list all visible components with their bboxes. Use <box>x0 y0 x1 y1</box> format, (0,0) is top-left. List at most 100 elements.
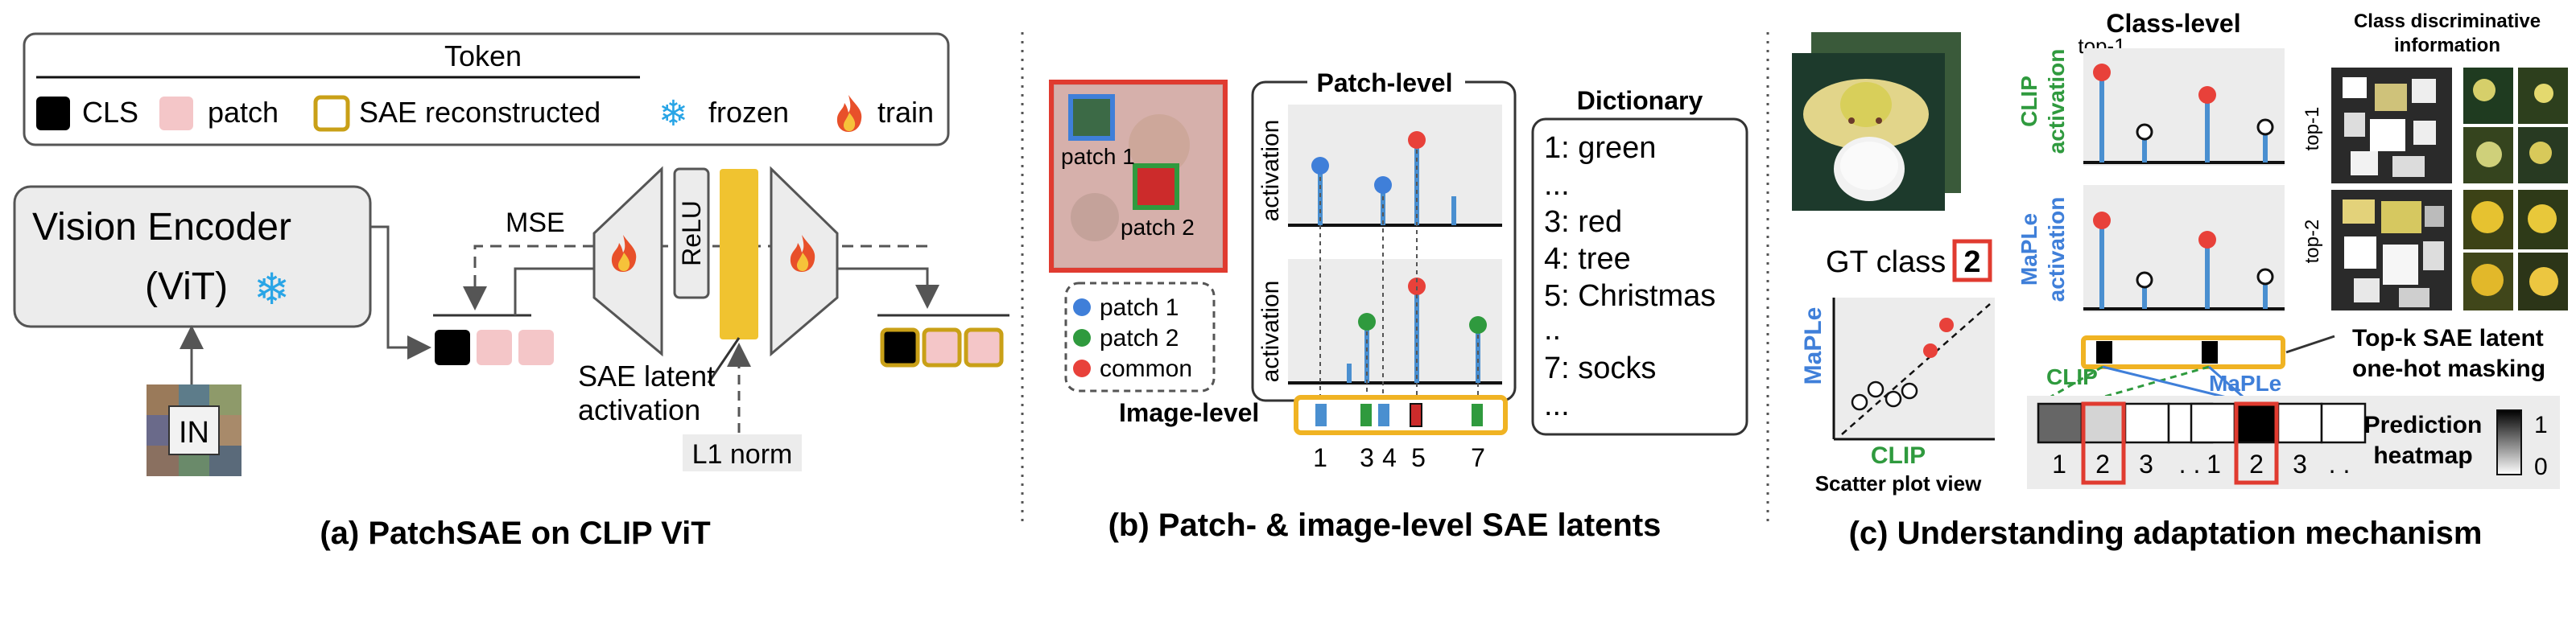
index-4: 4 <box>1382 443 1397 472</box>
class-level-title: Class-level <box>2106 9 2240 38</box>
snowflake-icon: ❄ <box>658 94 688 134</box>
gt-class-box <box>1952 239 1992 282</box>
row-top1-label: top-1 <box>2301 107 2323 151</box>
patch2-label: patch 2 <box>1121 215 1195 240</box>
l1-box <box>683 434 802 471</box>
clip-activation-label-1: CLIP <box>2017 76 2041 127</box>
patch-token <box>477 330 512 365</box>
legend-train: train <box>877 96 934 129</box>
encoder-line1: Vision Encoder <box>32 206 291 249</box>
mse-label: MSE <box>506 208 565 238</box>
activation-plot-2 <box>1288 259 1502 386</box>
dict-entry: 1: green <box>1544 131 1656 165</box>
heat-a-2: 2 <box>2095 450 2110 479</box>
guide-lines <box>1319 150 1479 402</box>
maple-activation-plot <box>2083 185 2285 312</box>
patch2-box <box>1133 163 1179 210</box>
scatter-plot <box>1832 298 1995 441</box>
key-patch1: patch 1 <box>1100 294 1179 321</box>
index-1: 1 <box>1313 443 1327 472</box>
heat-a-1: 1 <box>2052 450 2066 479</box>
legend-cls: CLS <box>82 96 138 129</box>
heat-a-4: . . <box>2179 450 2201 479</box>
relu-label: ReLU <box>677 200 706 266</box>
masked-flower-top2 <box>2331 190 2452 310</box>
dictionary-title: Dictionary <box>1577 86 1703 115</box>
dict-entry: 3: red <box>1544 205 1622 239</box>
color-key: patch 1 patch 2 common <box>1064 282 1216 393</box>
maple-activation-label-2: activation <box>2044 197 2069 302</box>
clip-prediction-heatmap: 1 2 3 . . <box>2037 401 2214 485</box>
activation-label-1: activation <box>1257 120 1284 222</box>
latent-label-2: activation <box>578 393 700 426</box>
dict-entry: ... <box>1544 389 1570 422</box>
caption-b: (b) Patch- & image-level SAE latents <box>1108 508 1662 543</box>
topk-label-2: one-hot masking <box>2352 356 2545 382</box>
panel-c: GT class 2 MaPLe CLIP Scatter plot view … <box>1792 9 2568 551</box>
scale-hi: 1 <box>2534 412 2548 438</box>
flame-icon <box>790 235 815 272</box>
topk-mask-vector <box>2081 335 2285 369</box>
heat-b-4: . . <box>2329 450 2351 479</box>
dict-entry: ... <box>1544 168 1570 202</box>
sae-swatch <box>313 95 350 132</box>
discriminative-title-1: Class discriminative <box>2354 10 2541 32</box>
latent-label-1: SAE latent <box>578 360 715 393</box>
index-5: 5 <box>1411 443 1426 472</box>
encoder-line2: (ViT) <box>145 265 228 308</box>
scatter-x-label: CLIP <box>1871 442 1926 469</box>
relu-block <box>673 167 710 299</box>
activation-label-2: activation <box>1257 281 1284 383</box>
heat-b-2: 2 <box>2249 450 2264 479</box>
heat-b-3: 3 <box>2293 450 2307 479</box>
legend-patch: patch <box>208 96 279 129</box>
maple-prediction-heatmap: 1 2 3 . . <box>2190 401 2367 485</box>
scale-lo: 0 <box>2534 454 2548 480</box>
patch-token <box>518 330 554 365</box>
colorbar <box>2496 409 2522 475</box>
masked-flower-top1 <box>2331 68 2452 183</box>
l1-label: L1 norm <box>692 439 793 470</box>
sae-cls-token <box>880 327 920 368</box>
patch1-box <box>1068 94 1115 141</box>
cls-swatch <box>36 97 70 130</box>
dict-entry: 4: tree <box>1544 242 1631 276</box>
sae-patch-token <box>922 327 962 368</box>
patch-swatch <box>159 97 193 130</box>
image-level-vector <box>1294 395 1508 435</box>
index-3: 3 <box>1360 443 1374 472</box>
dict-entry: 7: socks <box>1544 352 1656 385</box>
legend-sae: SAE reconstructed <box>359 96 601 129</box>
example-thumbnails <box>2463 68 2568 310</box>
clip-activation-label-2: activation <box>2044 49 2069 154</box>
flame-icon <box>611 235 637 272</box>
scatter-caption: Scatter plot view <box>1815 471 1982 495</box>
scatter-y-label: MaPLe <box>1800 307 1827 385</box>
input-image: patch 1 patch 2 <box>1049 80 1228 273</box>
caption-c: (c) Understanding adaptation mechanism <box>1849 516 2483 551</box>
dict-entry: .. <box>1544 313 1561 347</box>
maple-tag: MaPLe <box>2209 371 2281 396</box>
prediction-label-1: Prediction <box>2364 412 2483 438</box>
key-common: common <box>1100 356 1192 382</box>
legend-frozen: frozen <box>708 96 789 129</box>
cls-token <box>435 330 470 365</box>
patch-level-title: Patch-level <box>1317 68 1453 97</box>
latent-bar <box>720 169 758 339</box>
gt-class-label: GT class <box>1826 245 1946 279</box>
prediction-label-2: heatmap <box>2373 442 2472 469</box>
gt-class-value: 2 <box>1963 245 1980 279</box>
row-top2-label: top-2 <box>2301 220 2323 264</box>
legend-title: Token <box>444 39 522 72</box>
panel-a: Token CLS patch SAE reconstructed ❄ froz… <box>13 32 1009 551</box>
clip-activation-plot <box>2083 48 2285 166</box>
caption-a: (a) PatchSAE on CLIP ViT <box>320 516 710 551</box>
topk-label-1: Top-k SAE latent <box>2352 325 2544 352</box>
dict-entry: 5: Christmas <box>1544 279 1715 313</box>
flame-icon <box>836 95 862 132</box>
discriminative-title-2: information <box>2394 35 2500 56</box>
panel-b: patch 1 patch 2 patch 1 patch 2 common P… <box>1049 68 1748 543</box>
patch1-label: patch 1 <box>1061 144 1135 169</box>
flower-image <box>1792 32 1961 211</box>
